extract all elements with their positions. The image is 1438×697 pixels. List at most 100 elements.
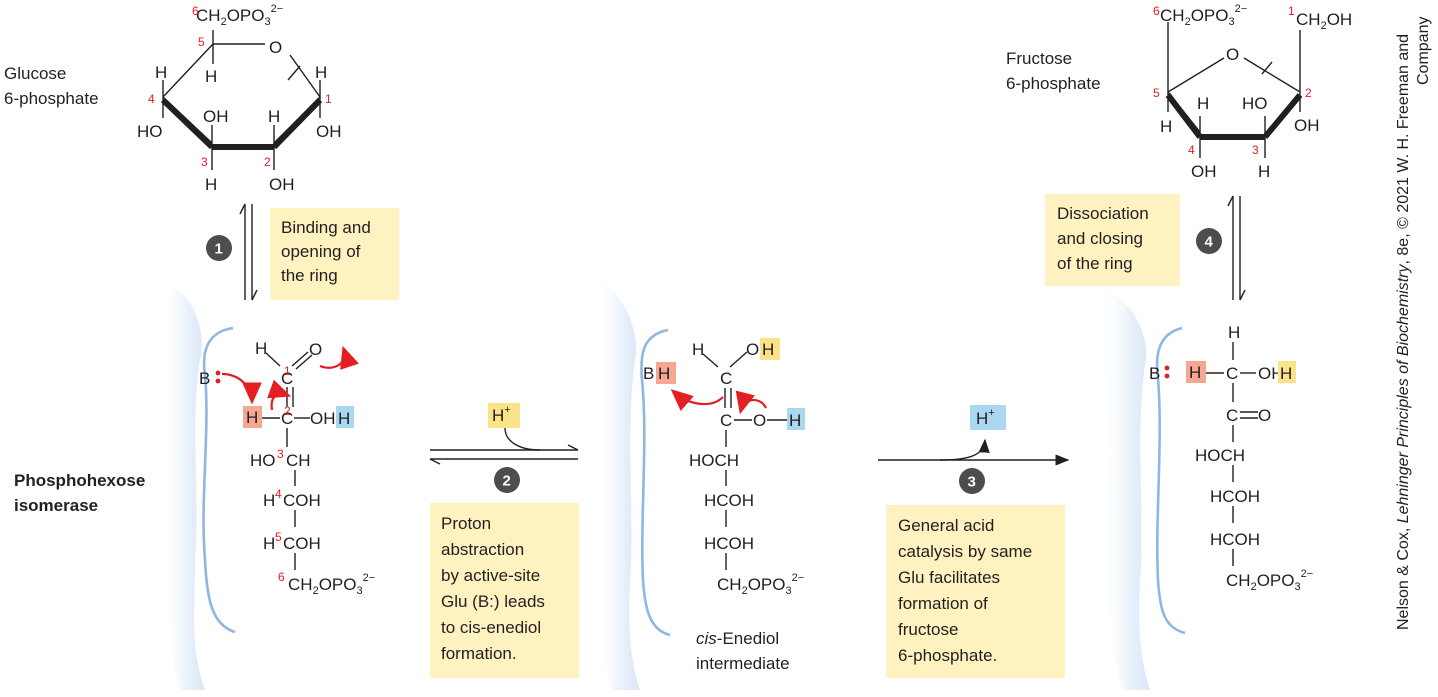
glucose-6-phosphate-structure: Glucose 6-phosphate CH2OPO32− 6 5 H O H … xyxy=(4,3,342,194)
svg-text:H: H xyxy=(338,409,350,428)
step-4-number: 4 xyxy=(1205,234,1214,251)
step-3-caption-line2: catalysis by same xyxy=(898,542,1032,561)
step-1-number: 1 xyxy=(215,241,223,258)
fructose-label-line1: Fructose xyxy=(1006,49,1072,68)
step-2-caption-line1: Proton xyxy=(441,514,491,533)
svg-text:B: B xyxy=(199,369,210,388)
enzyme-surface-2 xyxy=(593,280,671,690)
svg-text:HCOH: HCOH xyxy=(704,491,754,510)
enzyme-label-line2: isomerase xyxy=(14,496,98,515)
svg-text:H: H xyxy=(268,107,280,126)
svg-text:3: 3 xyxy=(277,447,284,461)
svg-text:OH: OH xyxy=(310,409,336,428)
step-2-caption-line6: formation. xyxy=(441,644,517,663)
glucose-label-line2: 6-phosphate xyxy=(4,89,99,108)
step-2-badge xyxy=(494,467,520,493)
svg-text:O: O xyxy=(309,340,322,359)
svg-text:O: O xyxy=(1226,45,1239,64)
svg-text:H: H xyxy=(789,411,801,430)
svg-text:5: 5 xyxy=(1153,86,1160,100)
svg-text:5: 5 xyxy=(275,530,282,544)
svg-text:C: C xyxy=(1226,406,1238,425)
step-3-badge xyxy=(959,468,985,494)
svg-text:6: 6 xyxy=(192,4,199,18)
credit-text-line2: Company xyxy=(1415,17,1432,85)
svg-text:OH: OH xyxy=(203,107,229,126)
enzyme-label-line1: Phosphohexose xyxy=(14,471,145,490)
svg-text:2: 2 xyxy=(1305,86,1312,100)
svg-text:H: H xyxy=(658,364,670,383)
svg-text:4: 4 xyxy=(1188,143,1195,157)
svg-text:H: H xyxy=(255,339,267,358)
svg-text:H: H xyxy=(155,63,167,82)
svg-text:H: H xyxy=(762,340,774,359)
svg-text:OH: OH xyxy=(1191,162,1217,181)
step-1-caption-line3: the ring xyxy=(281,266,338,285)
svg-text:H: H xyxy=(315,63,327,82)
svg-text:COH: COH xyxy=(283,491,321,510)
step-2-caption-line3: by active-site xyxy=(441,566,540,585)
step-3-number: 3 xyxy=(968,474,976,491)
svg-text:H: H xyxy=(1258,162,1270,181)
svg-text:HO: HO xyxy=(1242,94,1268,113)
svg-text:CH: CH xyxy=(286,451,311,470)
svg-text:HOCH: HOCH xyxy=(689,451,739,470)
open-chain-fructose-structure: B H H C OH H C O HOCH HCOH HCOH CH2OPO32… xyxy=(1149,323,1313,593)
svg-text:C: C xyxy=(281,409,293,428)
step-2: H+ 2 Proton abstraction by active-site G… xyxy=(429,403,579,678)
svg-text:CH2OPO32−: CH2OPO32− xyxy=(1160,3,1247,28)
step-4-caption-line2: and closing xyxy=(1057,229,1143,248)
step-4-caption-line1: Dissociation xyxy=(1057,204,1149,223)
svg-text:5: 5 xyxy=(198,35,205,49)
svg-text:4: 4 xyxy=(148,92,155,106)
svg-text:CH2OH: CH2OH xyxy=(1296,10,1352,32)
step-1: 1 Binding and opening of the ring xyxy=(206,203,399,301)
svg-text:H: H xyxy=(205,175,217,194)
svg-text:OH: OH xyxy=(269,175,295,194)
svg-text:B: B xyxy=(643,364,654,383)
fructose-label-line2: 6-phosphate xyxy=(1006,74,1101,93)
step-4: 4 Dissociation and closing of the ring xyxy=(1045,194,1246,301)
svg-text:HCOH: HCOH xyxy=(1210,487,1260,506)
svg-text:1: 1 xyxy=(284,364,291,378)
step-1-caption-box xyxy=(270,208,399,300)
step-2-caption-line5: to cis-enediol xyxy=(441,618,541,637)
step-4-caption-box xyxy=(1045,194,1180,286)
glucose-label-line1: Glucose xyxy=(4,64,66,83)
svg-text:H: H xyxy=(263,534,275,553)
step-4-badge xyxy=(1196,228,1222,254)
svg-text:C: C xyxy=(720,411,732,430)
svg-text:H: H xyxy=(1189,363,1201,382)
svg-text:6: 6 xyxy=(1153,4,1160,18)
step-1-badge xyxy=(206,235,232,261)
svg-text:HO: HO xyxy=(137,122,163,141)
svg-text:HO: HO xyxy=(250,451,276,470)
svg-text:HOCH: HOCH xyxy=(1195,446,1245,465)
svg-text:3: 3 xyxy=(1252,143,1259,157)
svg-text:H: H xyxy=(263,491,275,510)
svg-text:HCOH: HCOH xyxy=(1210,530,1260,549)
svg-text:O: O xyxy=(746,340,759,359)
step-2-number: 2 xyxy=(503,473,511,490)
svg-text:H: H xyxy=(1197,94,1209,113)
step-3: H+ 3 General acid catalysis by same Glu … xyxy=(878,405,1070,678)
svg-text:B: B xyxy=(1149,364,1160,383)
step-3-caption-line3: Glu facilitates xyxy=(898,568,1000,587)
step-4-caption-line3: of the ring xyxy=(1057,254,1133,273)
svg-text:OH: OH xyxy=(1294,116,1320,135)
step-3-caption-box xyxy=(886,505,1065,678)
svg-text:OH: OH xyxy=(316,122,342,141)
svg-text:2: 2 xyxy=(264,155,271,169)
svg-text:6: 6 xyxy=(278,570,285,584)
open-chain-glucose-structure: Phosphohexose isomerase B H O C 1 H C 2 … xyxy=(14,339,375,597)
svg-text:H: H xyxy=(1280,364,1292,383)
svg-text:H: H xyxy=(205,67,217,86)
svg-text:COH: COH xyxy=(283,534,321,553)
credit-text-line1: Nelson & Cox, Lehninger Principles of Bi… xyxy=(1395,34,1412,630)
svg-text:OH: OH xyxy=(1258,364,1284,383)
svg-text:H: H xyxy=(1160,117,1172,136)
svg-text:CH2OPO32−: CH2OPO32− xyxy=(717,572,804,597)
step-3-caption-line6: 6-phosphate. xyxy=(898,646,997,665)
